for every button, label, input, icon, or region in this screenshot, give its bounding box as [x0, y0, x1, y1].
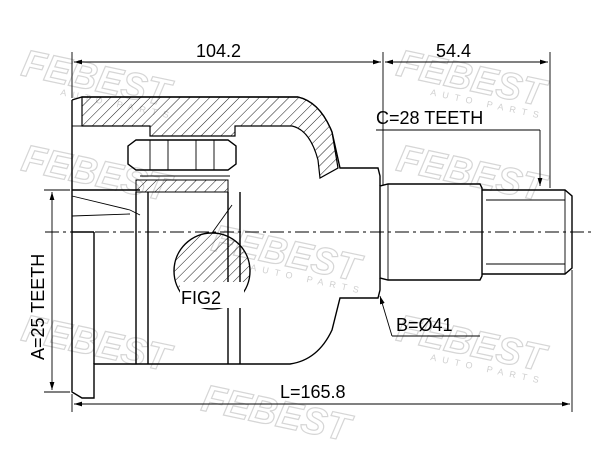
output-shaft — [379, 183, 573, 281]
inner-taper — [71, 213, 131, 217]
fig2-label: FIG2 — [181, 288, 221, 308]
watermark-text: FEBEST — [18, 138, 176, 211]
dim-shaft-length-label: 54.4 — [436, 41, 471, 61]
fig2-leader — [211, 204, 233, 234]
dim-cup-length: 104.2 — [71, 41, 384, 185]
dim-inner-spline: A=25 TEETH — [28, 189, 70, 393]
dim-shaft-diameter: B=Ø41 — [379, 295, 480, 337]
dim-shaft-length: 54.4 — [385, 41, 551, 188]
fig2-detail: FIG2 — [173, 204, 251, 310]
dim-total-length: L=165.8 — [71, 270, 573, 412]
dim-outer-spline-label: C=28 TEETH — [376, 108, 483, 128]
tripod-roller — [127, 139, 241, 364]
cup-hatch-top — [81, 96, 339, 179]
dim-inner-spline-label: A=25 TEETH — [28, 254, 48, 360]
dim-total-length-label: L=165.8 — [280, 382, 346, 402]
dim-shaft-diameter-label: B=Ø41 — [396, 315, 453, 335]
dim-cup-length-label: 104.2 — [196, 41, 241, 61]
dim-outer-spline: C=28 TEETH — [376, 108, 543, 186]
